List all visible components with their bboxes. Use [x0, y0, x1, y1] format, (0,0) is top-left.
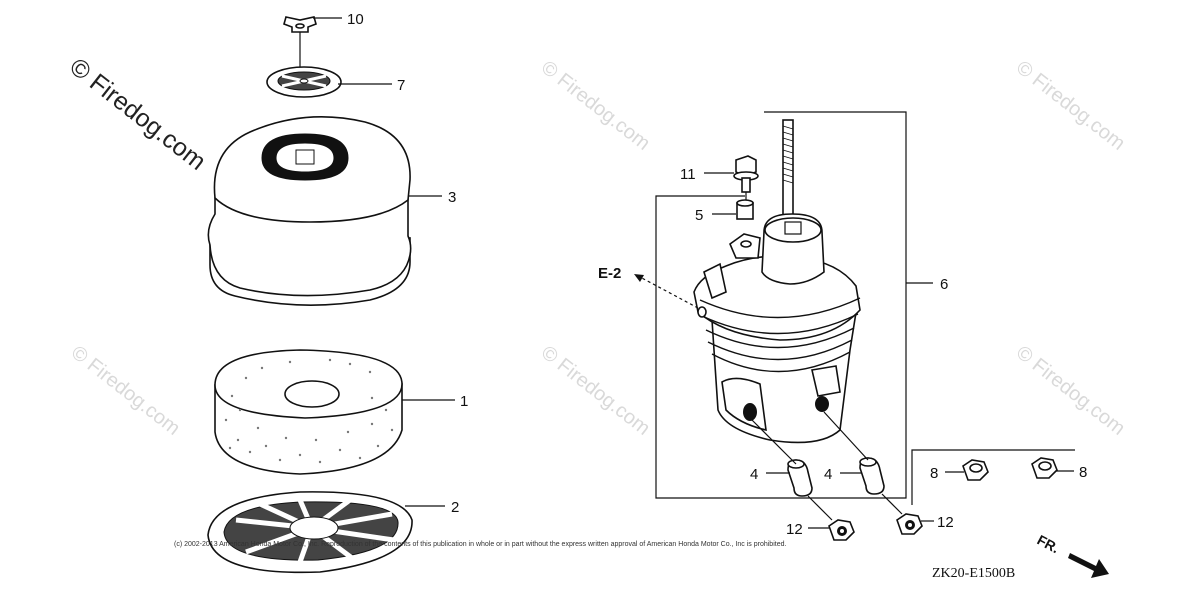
front-label: FR.: [1035, 532, 1062, 557]
assembly-bracket: [655, 111, 907, 499]
pipe-axis-right: [823, 411, 869, 461]
main-watermark: © Firedog.com: [64, 53, 211, 176]
pipe-part-left: [787, 459, 813, 497]
callout-8-right: 8: [1079, 464, 1087, 481]
flange-nut-part-right: [896, 513, 923, 535]
reference-arrow-line: [639, 276, 699, 309]
callout-3: 3: [448, 189, 456, 206]
copyright-notice: (c) 2002-2013 American Honda Motor Co., …: [174, 541, 786, 548]
nut-part-left: [962, 459, 989, 481]
callout-4-right: 4: [824, 466, 832, 483]
stud-part: [782, 119, 794, 229]
bolt-part: [733, 155, 759, 203]
flange-nut-part-left: [828, 519, 855, 541]
watermark: © Firedog.com: [537, 57, 654, 155]
nut-axis-left: [807, 495, 833, 521]
callout-11: 11: [680, 166, 696, 183]
nuts-bracket: [911, 449, 1075, 505]
nut-part-right: [1031, 457, 1058, 479]
elbow-part: [693, 213, 861, 444]
diagram-code: ZK20-E1500B: [932, 566, 1015, 581]
cleaner-cover-part: [207, 116, 412, 306]
front-direction-arrow: FR.: [1035, 532, 1109, 578]
callout-1: 1: [460, 393, 468, 410]
callout-6: 6: [940, 276, 948, 293]
callout-4-left: 4: [750, 466, 758, 483]
pipe-part-right: [859, 457, 885, 495]
callout-10: 10: [347, 11, 364, 28]
callout-8-left: 8: [930, 465, 938, 482]
reference-label-e2: E-2: [598, 265, 621, 282]
pipe-axis-left: [751, 419, 797, 465]
wing-nut-part: [283, 16, 317, 68]
callout-5: 5: [695, 207, 703, 224]
callout-12-left: 12: [786, 521, 803, 538]
callout-2: 2: [451, 499, 459, 516]
foam-element-part: [214, 349, 403, 475]
reference-arrow-head: [634, 274, 644, 282]
callout-12-right: 12: [937, 514, 954, 531]
callout-7: 7: [397, 77, 405, 94]
watermark: © Firedog.com: [1012, 342, 1129, 440]
front-arrow-icon: [1068, 553, 1109, 578]
collar-part: [736, 199, 754, 220]
nut-axis-right: [881, 493, 903, 515]
watermark: © Firedog.com: [1012, 57, 1129, 155]
grid-base-part: [207, 491, 413, 574]
watermark: © Firedog.com: [67, 342, 184, 440]
seal-washer-part: [266, 66, 342, 98]
watermark: © Firedog.com: [537, 342, 654, 440]
